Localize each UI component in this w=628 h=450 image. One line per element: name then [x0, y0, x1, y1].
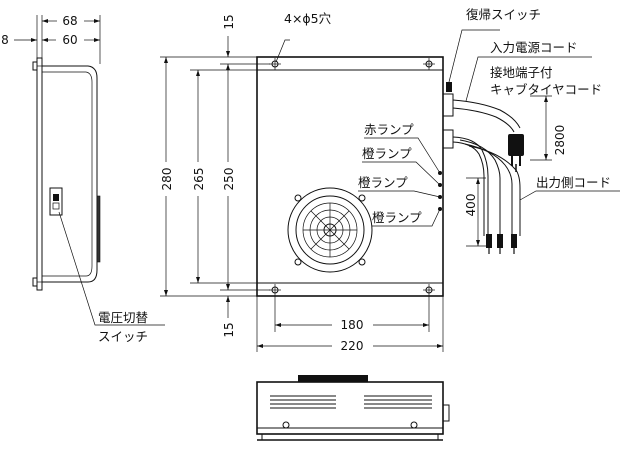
bottom-view: [256, 375, 450, 441]
reset-switch: [446, 82, 452, 92]
front-horizontal-dimensions: 180 220: [256, 296, 444, 353]
front-view: [256, 56, 444, 297]
dim-side-total: 68: [62, 14, 77, 28]
label-voltage-switch-1: 電圧切替: [98, 310, 149, 325]
label-lamp-orange-2: 橙ランプ: [358, 175, 408, 190]
dim-side-flange: 8: [1, 33, 9, 47]
label-lamp-orange-3: 橙ランプ: [372, 210, 422, 225]
dim-top-15: 15: [222, 14, 236, 29]
label-ground-terminal-1: 接地端子付: [490, 65, 553, 80]
callouts: 4×ϕ5穴 復帰スイッチ 入力電源コード 接地端子付 キャブタイヤコード 赤ラン…: [275, 7, 620, 227]
label-input-power-cord: 入力電源コード: [490, 40, 578, 55]
label-reset-switch: 復帰スイッチ: [466, 7, 541, 22]
dim-hole-pitch-250: 250: [222, 168, 236, 191]
label-output-cord: 出力側コード: [536, 175, 611, 190]
mounting-hole: [423, 284, 435, 296]
cord-dimensions: 2800 400: [464, 95, 567, 247]
label-lamp-red: 赤ランプ: [364, 122, 414, 137]
label-voltage-switch-2: スイッチ: [98, 329, 148, 344]
dim-cord-400: 400: [464, 194, 478, 217]
dim-cord-2800: 2800: [553, 125, 567, 156]
mounting-hole: [269, 284, 281, 296]
label-ground-terminal-2: キャブタイヤコード: [490, 82, 602, 97]
front-vertical-dimensions: 280 265 250 15 15: [160, 14, 270, 338]
dim-side-body: 60: [62, 33, 77, 47]
side-view: [32, 57, 101, 291]
dim-height-280: 280: [160, 168, 174, 191]
mounting-hole: [423, 58, 435, 70]
cord-assembly: [442, 82, 524, 254]
dim-bottom-15: 15: [222, 322, 236, 337]
label-mounting-holes: 4×ϕ5穴: [284, 11, 332, 26]
dim-hole-pitch-180: 180: [341, 318, 364, 332]
dim-height-265: 265: [192, 168, 206, 191]
fan-guard: [287, 187, 373, 273]
mounting-hole: [269, 58, 281, 70]
power-plug: [508, 134, 524, 172]
dim-width-220: 220: [341, 339, 364, 353]
label-lamp-orange-1: 橙ランプ: [362, 146, 412, 161]
side-dimensions: 68 8 60: [1, 14, 101, 64]
voltage-switch-callout: 電圧切替 スイッチ: [58, 211, 165, 344]
voltage-switch: [49, 187, 63, 216]
